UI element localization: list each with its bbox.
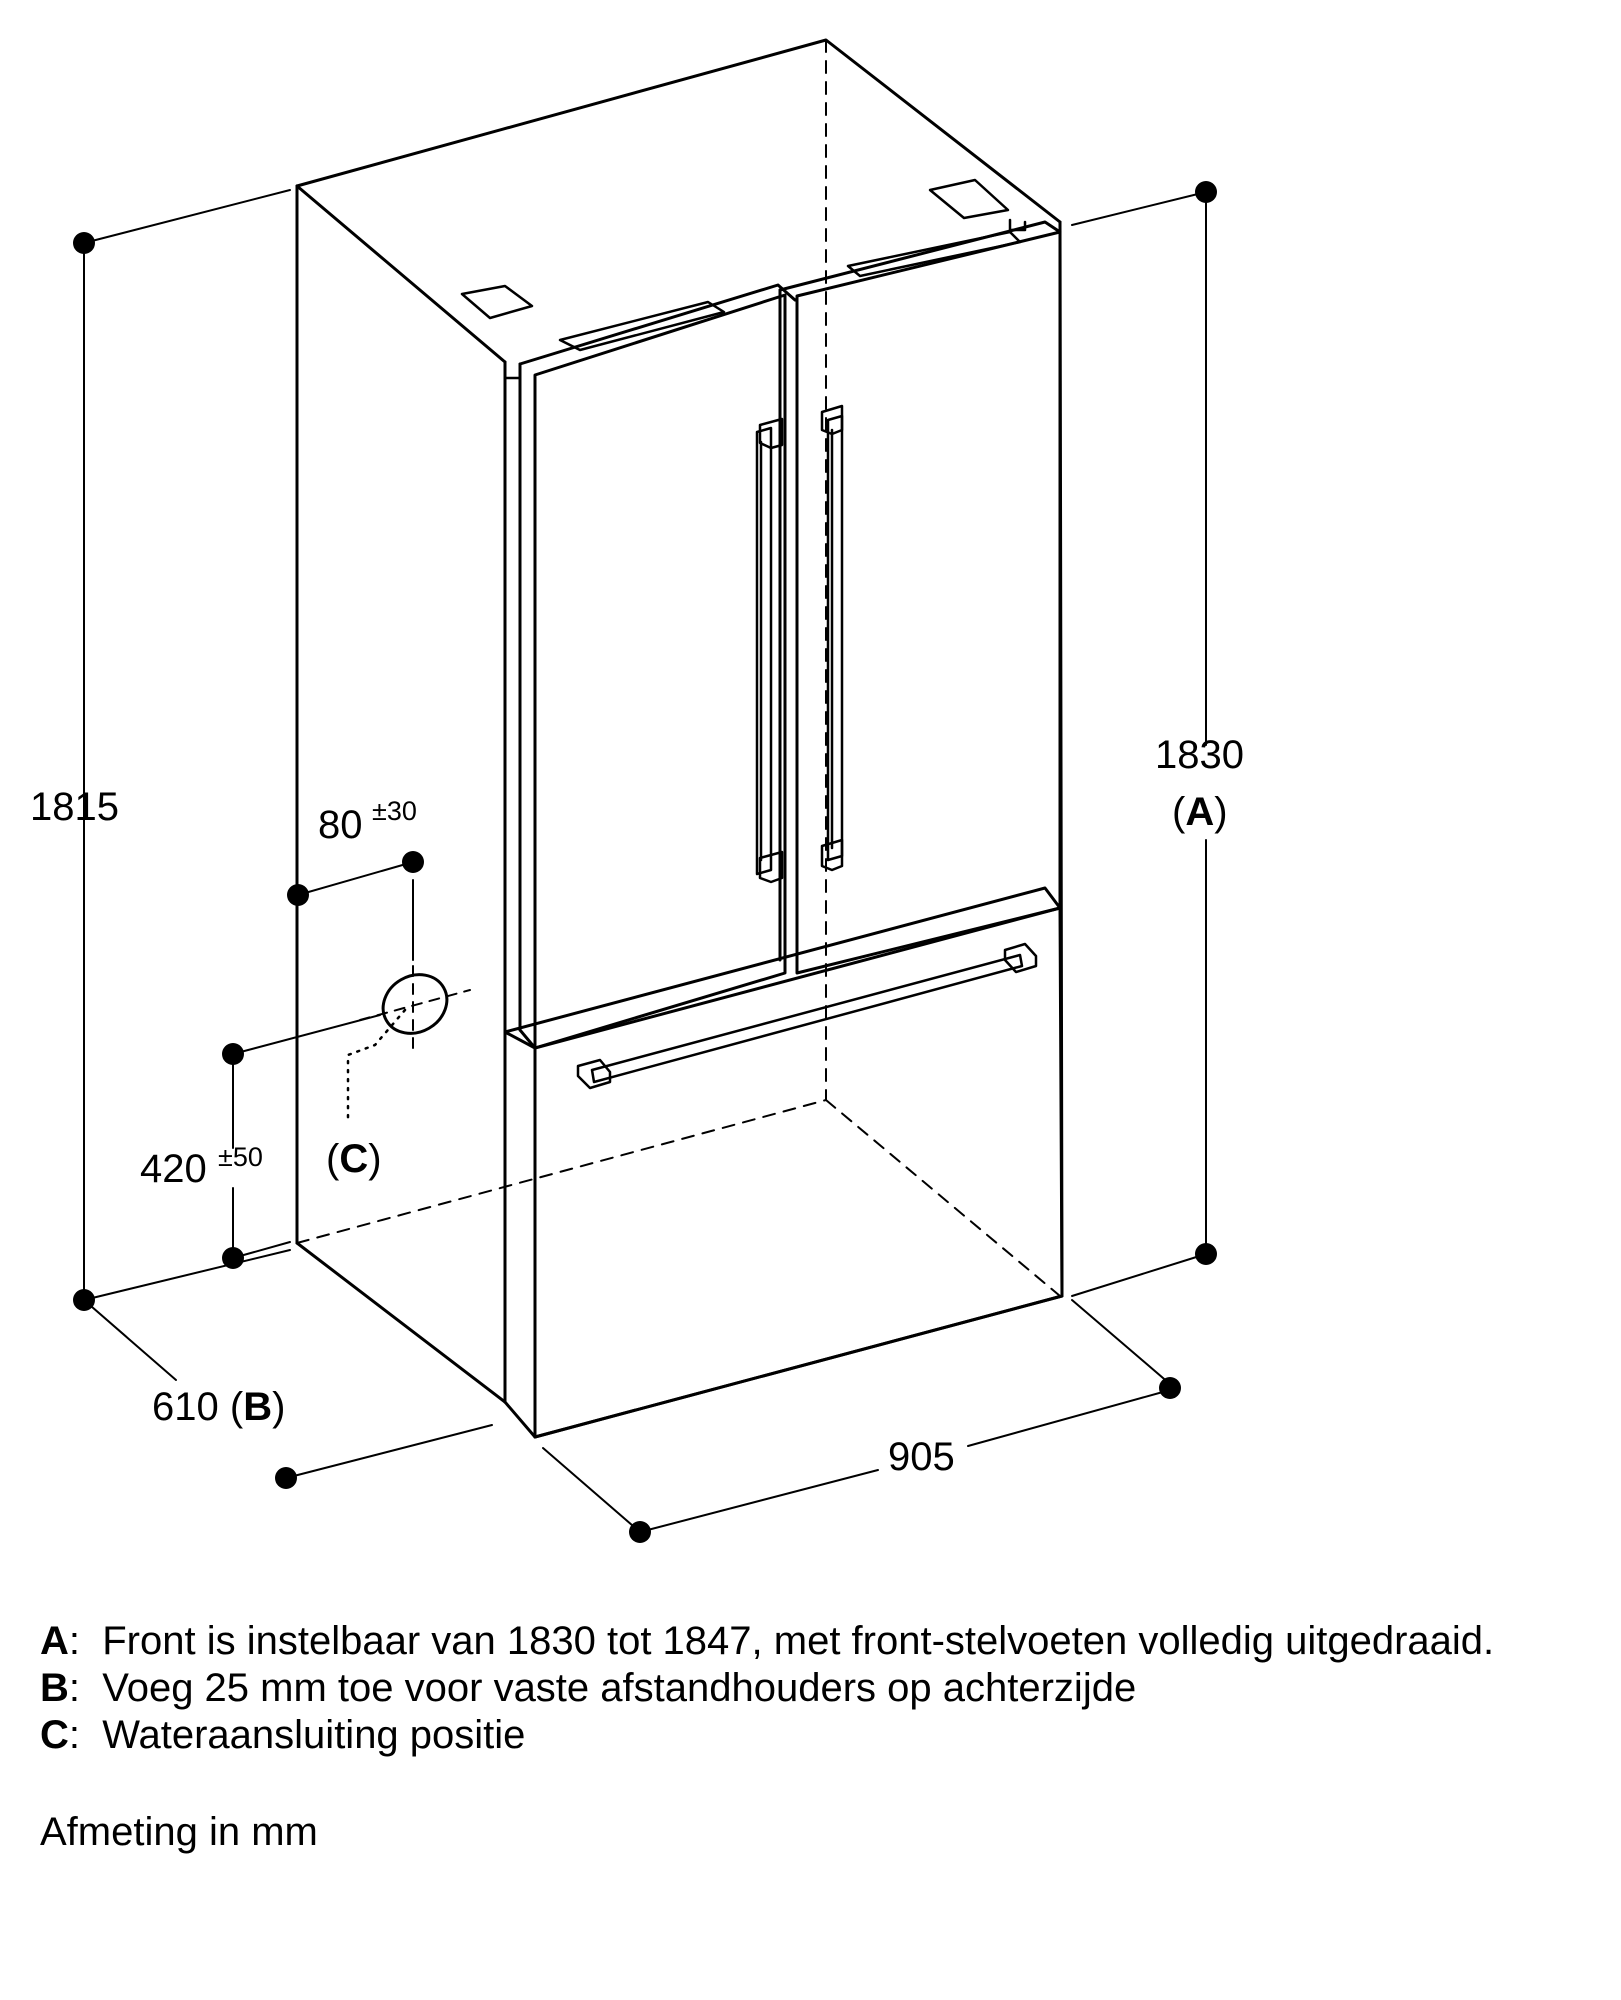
cabinet-outline (295, 38, 1064, 1439)
freezer-drawer (503, 886, 1064, 1439)
fridge-dimension-drawing: 1815 1830 (A) 610 (B) 905 80 ±30 420 ±50… (30, 38, 1244, 1543)
legend-text: Front is instelbaar van 1830 tot 1847, m… (102, 1619, 1495, 1663)
dim-height-total: 1815 (30, 785, 119, 829)
legend-text: Wateraansluiting positie (102, 1713, 526, 1757)
legend-text: Voeg 25 mm toe voor vaste afstandhouders… (102, 1666, 1137, 1710)
dimension-dots (73, 181, 1217, 1543)
water-connection-label: (C) (326, 1137, 382, 1181)
dimension-lines (83, 189, 1207, 1533)
dim-water-offset-tol: ±30 (372, 796, 417, 826)
legend-key: C (40, 1713, 69, 1757)
legend: A: Front is instelbaar van 1830 tot 1847… (40, 1618, 1494, 1759)
dim-height-front: 1830 (1155, 733, 1244, 777)
door-handle-right (820, 404, 844, 872)
dim-water-offset: 80 (318, 803, 363, 847)
left-door (518, 283, 797, 1050)
legend-item-a: A: Front is instelbaar van 1830 tot 1847… (40, 1619, 1495, 1663)
legend-item-c: C: Wateraansluiting positie (40, 1713, 526, 1757)
legend-item-b: B: Voeg 25 mm toe voor vaste afstandhoud… (40, 1666, 1137, 1710)
legend-key: B (40, 1666, 69, 1710)
dim-width: 905 (888, 1435, 955, 1479)
dim-water-height-tol: ±50 (218, 1142, 263, 1172)
dim-height-front-ref: (A) (1172, 790, 1228, 834)
dim-water-height: 420 (140, 1147, 207, 1191)
dim-depth: 610 (B) (152, 1385, 285, 1429)
door-handle-left (755, 417, 784, 884)
legend-key: A (40, 1619, 69, 1663)
drawer-handle (576, 942, 1038, 1090)
unit-note: Afmeting in mm (40, 1810, 318, 1854)
water-connection-marker (346, 929, 471, 1122)
top-hinges (460, 178, 1027, 380)
hidden-edges (296, 39, 1061, 1297)
